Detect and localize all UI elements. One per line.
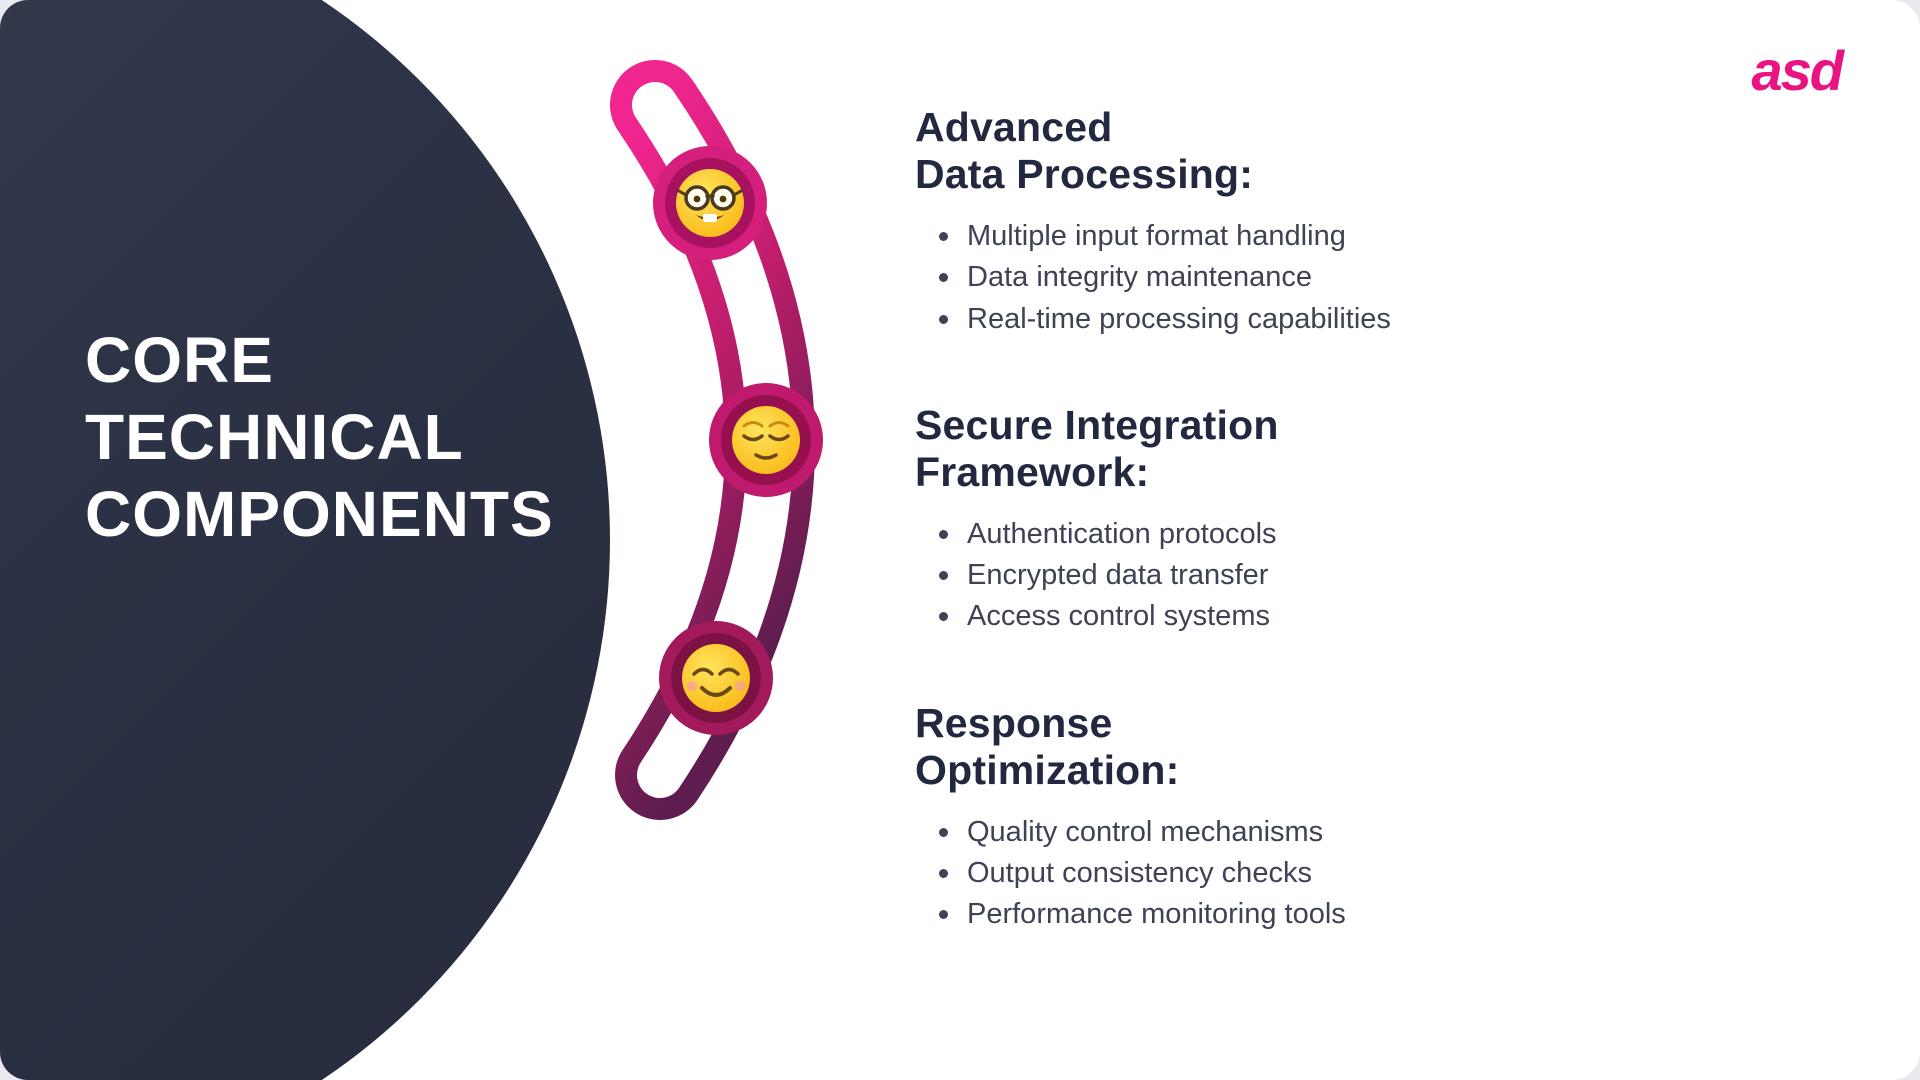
section-heading-line: Framework: [915,448,1150,495]
timeline-diagram [610,60,823,820]
list-item: Output consistency checks [937,853,1735,894]
timeline-node-2 [709,383,823,497]
list-item: Encrypted data transfer [937,555,1735,596]
list-item: Quality control mechanisms [937,812,1735,853]
section-heading: Response Optimization: [915,700,1735,794]
page-title: CORE TECHNICAL COMPONENTS [85,322,554,552]
section-heading: Secure Integration Framework: [915,402,1735,496]
list-item: Performance monitoring tools [937,894,1735,935]
section-heading-line: Data Processing: [915,151,1254,198]
smiling-face-emoji [682,644,750,712]
content-column: Advanced Data Processing: Multiple input… [915,104,1735,997]
section-secure-integration-framework: Secure Integration Framework: Authentica… [915,402,1735,638]
list-item: Access control systems [937,596,1735,637]
bullet-list: Multiple input format handling Data inte… [937,216,1735,340]
page-title-line: COMPONENTS [85,477,554,550]
section-heading-line: Response [915,699,1113,746]
timeline-node-3 [659,621,773,735]
section-advanced-data-processing: Advanced Data Processing: Multiple input… [915,104,1735,340]
bullet-list: Authentication protocols Encrypted data … [937,514,1735,638]
relieved-face-emoji [732,406,800,474]
list-item: Real-time processing capabilities [937,299,1735,340]
list-item: Authentication protocols [937,514,1735,555]
nerd-face-emoji [676,169,744,237]
timeline-node-1 [653,146,767,260]
section-heading: Advanced Data Processing: [915,104,1735,198]
section-response-optimization: Response Optimization: Quality control m… [915,700,1735,936]
section-heading-line: Secure Integration [915,401,1279,448]
page-title-line: TECHNICAL [85,400,464,473]
page-title-line: CORE [85,324,274,396]
section-heading-line: Optimization: [915,746,1180,793]
list-item: Multiple input format handling [937,216,1735,257]
list-item: Data integrity maintenance [937,257,1735,298]
bullet-list: Quality control mechanisms Output consis… [937,812,1735,936]
section-heading-line: Advanced [915,104,1113,150]
brand-logo: asd [1751,39,1844,102]
